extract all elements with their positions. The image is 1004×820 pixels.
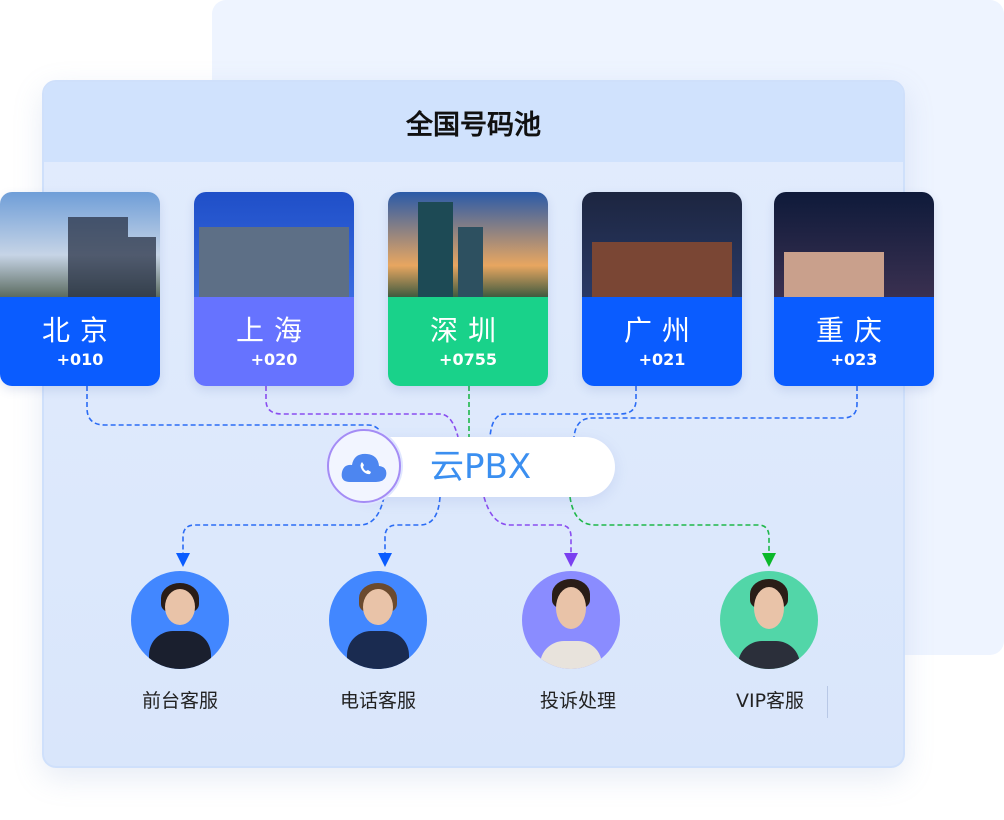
area-code: +021	[638, 350, 686, 369]
city-card-shanghai: 上海 +020	[194, 192, 354, 386]
city-name: 深圳	[429, 314, 506, 347]
hotel-photo	[582, 192, 742, 297]
hotel-photo	[0, 192, 160, 297]
city-name: 广州	[623, 314, 700, 347]
connector-chongqing	[573, 386, 858, 438]
city-card-beijing: 北京 +010	[0, 192, 160, 386]
agent-avatar-vip	[720, 571, 818, 669]
connector-vip	[569, 496, 770, 555]
agent-label: 投诉处理	[539, 690, 616, 712]
hub-label: 云PBX	[430, 447, 532, 487]
area-code: +023	[830, 350, 878, 369]
arrow-icon	[176, 553, 190, 567]
city-name: 重庆	[815, 314, 892, 347]
city-card-chongqing: 重庆 +023	[774, 192, 934, 386]
panel-title: 全国号码池	[44, 82, 903, 162]
city-name: 北京	[41, 314, 118, 347]
agent-label: 前台客服	[141, 690, 218, 712]
agent-avatar-front-desk	[131, 571, 229, 669]
hotel-photo	[194, 192, 354, 297]
area-code: +0755	[439, 350, 497, 369]
connector-guangzhou	[489, 386, 637, 438]
connector-complaint	[483, 496, 572, 555]
agent-label: 电话客服	[339, 690, 416, 712]
hotel-photo	[388, 192, 548, 297]
area-code: +020	[250, 350, 298, 369]
divider	[827, 686, 828, 718]
hotel-photo	[774, 192, 934, 297]
city-name: 上海	[235, 314, 312, 347]
arrow-icon	[564, 553, 578, 567]
agent-avatar-phone	[329, 571, 427, 669]
connector-shanghai	[265, 386, 459, 438]
area-code: +010	[56, 350, 104, 369]
cloud-phone-icon	[327, 429, 401, 503]
agent-avatar-complaint	[522, 571, 620, 669]
connector-front-desk	[182, 496, 385, 555]
arrow-icon	[762, 553, 776, 567]
connector-beijing	[86, 386, 385, 441]
city-card-guangzhou: 广州 +021	[582, 192, 742, 386]
city-card-shenzhen: 深圳 +0755	[388, 192, 548, 386]
connector-phone	[384, 496, 441, 555]
agent-label: VIP客服	[735, 690, 805, 712]
arrow-icon	[378, 553, 392, 567]
